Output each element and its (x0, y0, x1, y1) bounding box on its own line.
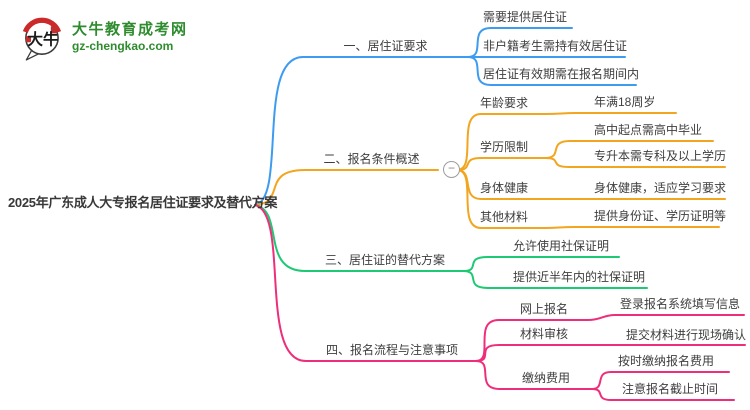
branch2-topic[interactable]: 二、报名条件概述 (323, 152, 420, 166)
branch2-item-materials[interactable]: 其他材料 (480, 210, 529, 224)
edge-branch4-child1 (475, 319, 589, 362)
branch1-item-1[interactable]: 需要提供居住证 (483, 10, 568, 24)
branch4-leaf-login[interactable]: 登录报名系统填写信息 (620, 297, 741, 311)
branch1-item-3[interactable]: 居住证有效期需在报名期间内 (483, 67, 640, 81)
logo-brand-name: 大牛教育成考网 (72, 21, 188, 38)
branch2-leaf-idcard[interactable]: 提供身份证、学历证明等 (594, 209, 727, 223)
branch1-topic[interactable]: 一、居住证要求 (343, 39, 428, 53)
branch3-item-1[interactable]: 允许使用社保证明 (513, 239, 610, 253)
edge-branch3 (254, 204, 464, 272)
branch2-leaf-health[interactable]: 身体健康，适应学习要求 (594, 181, 727, 195)
edge-branch2-leaf3 (544, 157, 726, 168)
branch4-item-online[interactable]: 网上报名 (520, 302, 569, 316)
edge-branch4-child3 (475, 360, 593, 390)
edge-branch2-leaf1 (544, 112, 677, 115)
daniu-speech-bubble-icon: 大牛 (22, 17, 62, 61)
branch2-item-health[interactable]: 身体健康 (480, 181, 529, 195)
branch2-leaf-highschool[interactable]: 高中起点需高中毕业 (594, 123, 703, 137)
edge-branch1-child3 (467, 56, 637, 86)
branch4-leaf-deadline[interactable]: 注意报名截止时间 (622, 382, 719, 396)
branch3-topic[interactable]: 三、居住证的替代方案 (324, 253, 445, 267)
branch4-leaf-payontime[interactable]: 按时缴纳报名费用 (618, 354, 715, 368)
logo-text-block: 大牛教育成考网 gz-chengkao.com (72, 21, 188, 53)
branch4-item-payment[interactable]: 缴纳费用 (522, 371, 571, 385)
logo-icon-text: 大牛 (27, 29, 59, 48)
edge-branch2-child2 (456, 157, 546, 171)
edge-branch2-leaf5 (544, 226, 720, 229)
edge-branch2 (254, 169, 439, 206)
edge-branch2-child1 (456, 113, 546, 171)
edge-branch4 (254, 204, 477, 362)
site-logo[interactable]: 大牛 大牛教育成考网 gz-chengkao.com (20, 12, 188, 62)
branch4-item-review[interactable]: 材料审核 (520, 327, 569, 341)
branch1-item-2[interactable]: 非户籍考生需持有效居住证 (483, 39, 628, 53)
edge-branch1 (254, 56, 469, 206)
branch2-item-age[interactable]: 年龄要求 (480, 96, 529, 110)
edge-branch3-child2 (462, 270, 648, 289)
branch4-topic[interactable]: 四、报名流程与注意事项 (325, 343, 458, 357)
branch2-leaf-college[interactable]: 专升本需专科及以上学历 (594, 149, 727, 163)
branch4-leaf-submit[interactable]: 提交材料进行现场确认 (626, 328, 747, 342)
edge-branch3-child1 (462, 256, 620, 272)
root-topic[interactable]: 2025年广东成人大专报名居住证要求及替代方案 (8, 195, 278, 210)
branch3-item-2[interactable]: 提供近半年内的社保证明 (513, 270, 646, 284)
edge-branch4-leaf1 (587, 314, 745, 321)
branch2-item-education[interactable]: 学历限制 (480, 140, 529, 154)
edge-branch4-leaf4 (591, 388, 735, 401)
edge-branch2-child4 (456, 169, 546, 229)
branch2-leaf-age18[interactable]: 年满18周岁 (594, 95, 656, 109)
edge-branch4-child2 (475, 344, 590, 362)
collapse-button[interactable]: − (443, 161, 460, 178)
logo-domain: gz-chengkao.com (72, 39, 174, 53)
